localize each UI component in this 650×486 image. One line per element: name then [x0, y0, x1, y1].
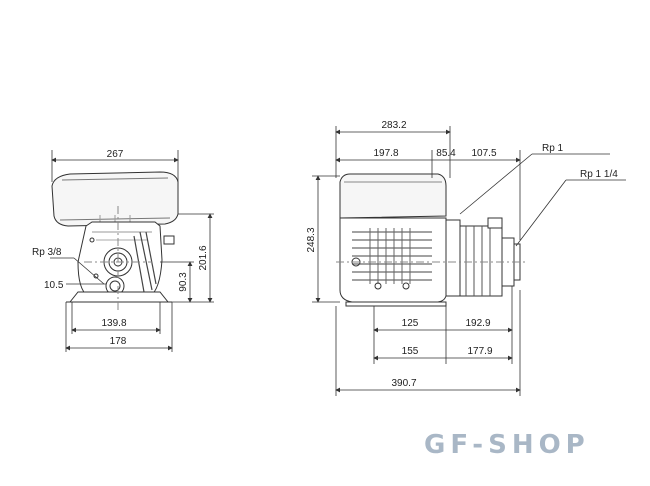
dim-gap: 85.4 — [436, 148, 456, 159]
dim-pump-len: 107.5 — [471, 148, 496, 159]
dim-foot-c: 155 — [402, 346, 419, 357]
port-label-inlet: Rp 1 1/4 — [580, 169, 618, 180]
dim-foot-a: 125 — [402, 318, 419, 329]
front-dim-labels: 267 201.6 90.3 Rp 3/8 10.5 139.8 178 — [32, 149, 209, 347]
dim-foot-d: 177.9 — [467, 346, 492, 357]
side-dim-labels: 283.2 197.8 85.4 107.5 248.3 Rp 1 Rp 1 1… — [306, 120, 618, 389]
dim-height: 248.3 — [306, 227, 317, 252]
dim-foot-offset: 10.5 — [44, 280, 64, 291]
side-motor-body — [340, 218, 446, 302]
port-label-front: Rp 3/8 — [32, 247, 62, 258]
dim-width-top: 267 — [107, 149, 124, 160]
dim-foot-b: 192.9 — [465, 318, 490, 329]
brand-logo: GF-SHOP — [424, 430, 590, 460]
side-view — [336, 174, 528, 306]
front-view — [52, 172, 178, 312]
dim-overall: 390.7 — [391, 378, 416, 389]
dim-height-axis: 90.3 — [178, 272, 189, 292]
side-pump-stack — [460, 226, 502, 296]
side-motor-top — [340, 174, 446, 218]
port-label-outlet: Rp 1 — [542, 143, 564, 154]
dim-length-motor-total: 283.2 — [381, 120, 406, 131]
side-dimensions — [312, 126, 626, 396]
dim-length-motor: 197.8 — [373, 148, 398, 159]
front-base — [70, 292, 168, 302]
dim-foot-inner: 139.8 — [101, 318, 126, 329]
side-base — [346, 302, 446, 306]
dim-foot-outer: 178 — [110, 336, 127, 347]
front-dimensions — [50, 150, 214, 352]
dim-height-total: 201.6 — [198, 245, 209, 270]
